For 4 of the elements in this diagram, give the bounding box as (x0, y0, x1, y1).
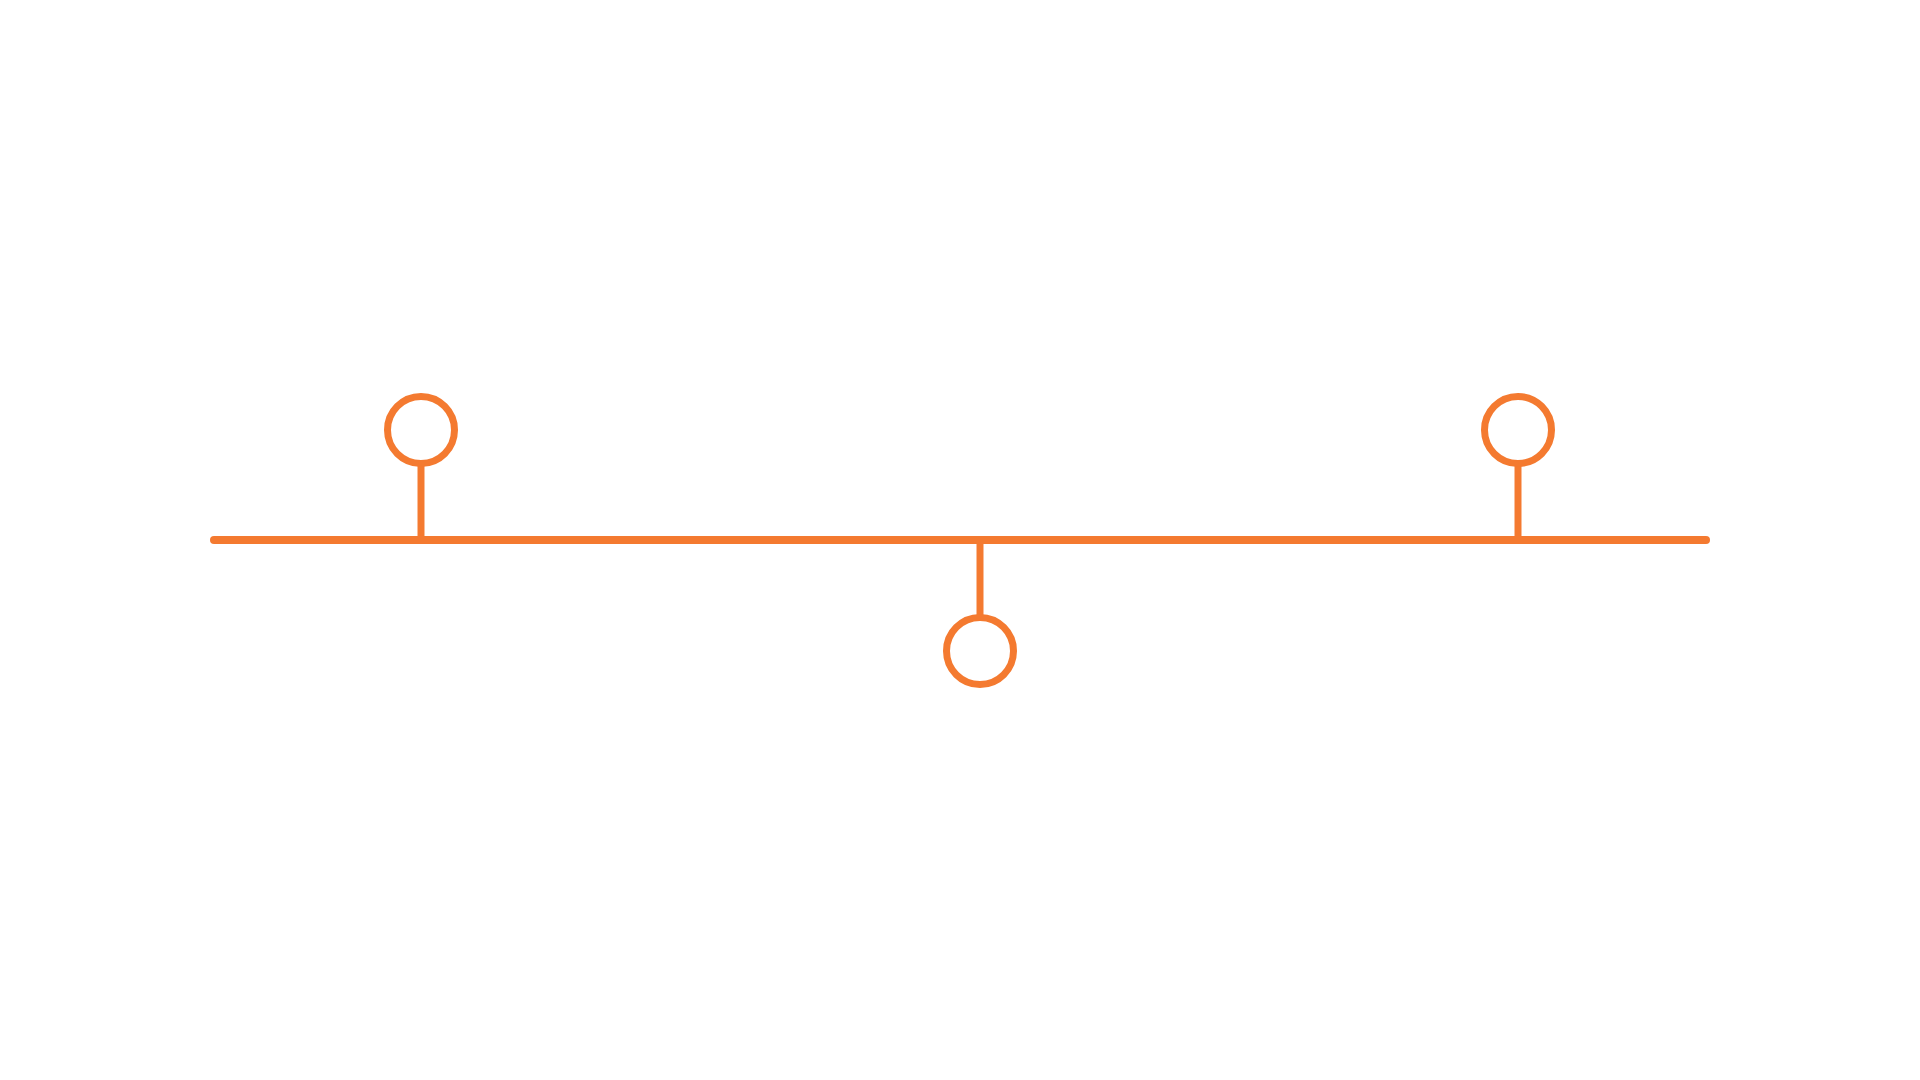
connector-line (1514, 466, 1522, 537)
connector-line (976, 543, 984, 615)
connector-line (417, 466, 425, 537)
timeline-bar (210, 536, 1710, 544)
